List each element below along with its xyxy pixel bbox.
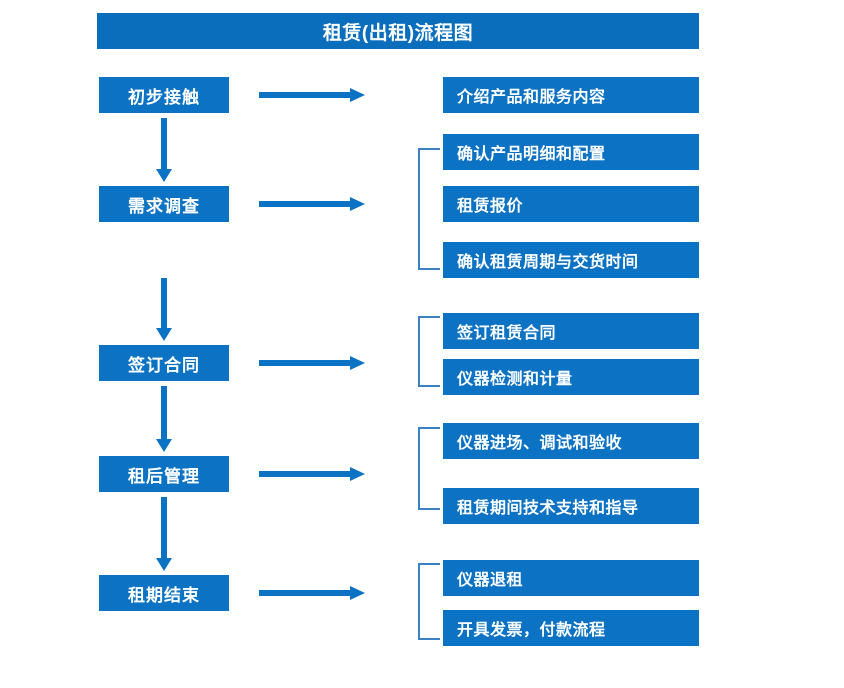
detail-box-7[interactable]: 仪器进场、调试和验收 [443, 423, 699, 459]
stage-box-1[interactable]: 初步接触 [99, 77, 229, 113]
stage-box-2[interactable]: 需求调查 [99, 186, 229, 222]
horizontal-arrow-2 [259, 197, 365, 211]
detail-box-3[interactable]: 租赁报价 [443, 186, 699, 222]
group-bracket-3 [418, 316, 440, 387]
detail-box-9[interactable]: 仪器退租 [443, 560, 699, 596]
vertical-arrow-2 [156, 278, 172, 341]
group-bracket-4 [418, 427, 440, 510]
group-bracket-2 [418, 148, 440, 270]
stage-box-5[interactable]: 租期结束 [99, 575, 229, 611]
vertical-arrow-4 [156, 497, 172, 571]
vertical-arrow-3 [156, 386, 172, 452]
detail-box-6[interactable]: 仪器检测和计量 [443, 359, 699, 395]
detail-box-10[interactable]: 开具发票，付款流程 [443, 610, 699, 646]
vertical-arrow-1 [156, 118, 172, 182]
horizontal-arrow-1 [259, 88, 365, 102]
detail-box-4[interactable]: 确认租赁周期与交货时间 [443, 242, 699, 278]
stage-box-4[interactable]: 租后管理 [99, 456, 229, 492]
horizontal-arrow-4 [259, 467, 365, 481]
horizontal-arrow-5 [259, 586, 365, 600]
page-title: 租赁(出租)流程图 [97, 13, 699, 49]
horizontal-arrow-3 [259, 356, 365, 370]
detail-box-1[interactable]: 介绍产品和服务内容 [443, 77, 699, 113]
detail-box-5[interactable]: 签订租赁合同 [443, 313, 699, 349]
detail-box-2[interactable]: 确认产品明细和配置 [443, 134, 699, 170]
group-bracket-5 [418, 563, 440, 640]
detail-box-8[interactable]: 租赁期间技术支持和指导 [443, 488, 699, 524]
stage-box-3[interactable]: 签订合同 [99, 345, 229, 381]
